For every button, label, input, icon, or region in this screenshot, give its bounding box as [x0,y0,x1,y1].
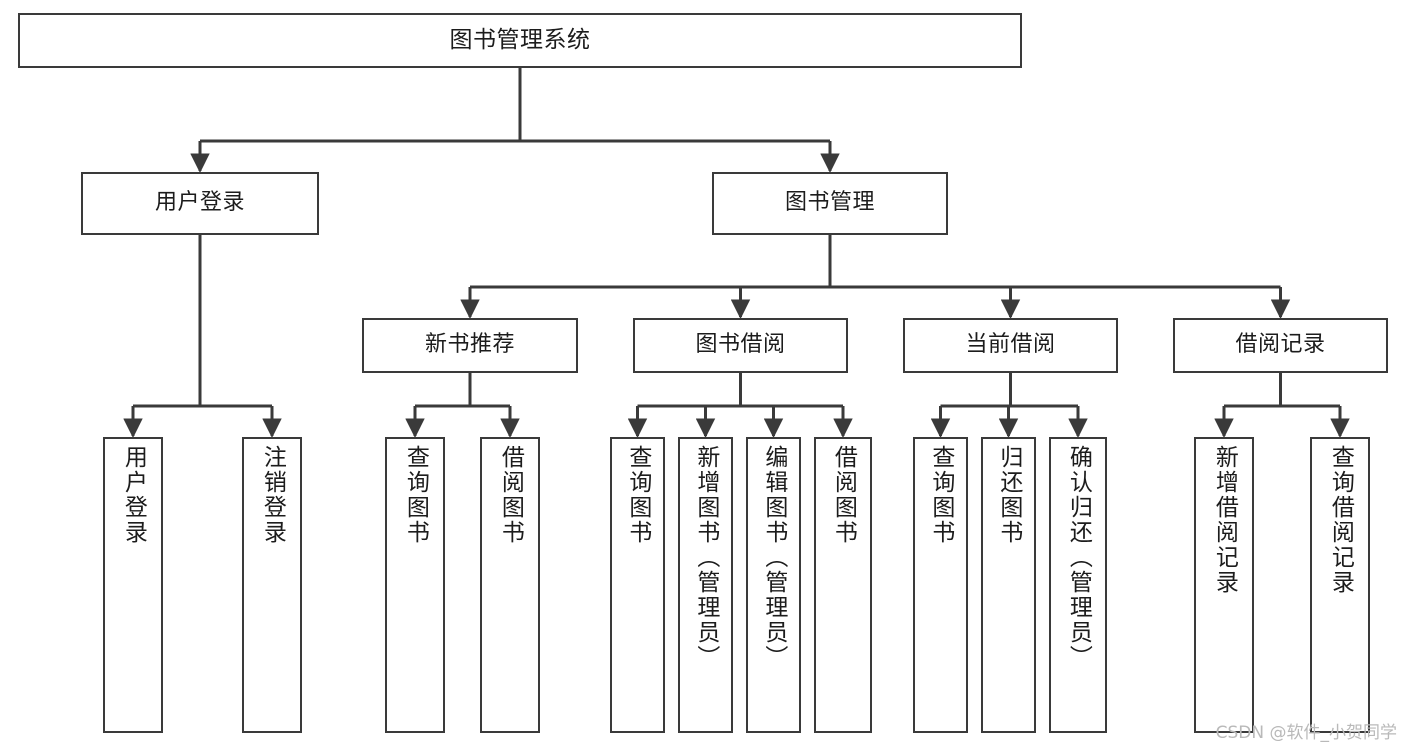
node-leaf-confirm[interactable]: 确认归还（管理员） [1049,437,1107,733]
csdn-watermark: CSDN @软件_小贺同学 [1215,723,1397,743]
node-leaf-borrow-1[interactable]: 借阅图书 [480,437,540,733]
node-label-leaf-q-book-3: 查询图书 [927,445,954,545]
node-leaf-q-book-1[interactable]: 查询图书 [385,437,445,733]
node-leaf-add-book[interactable]: 新增图书（管理员） [678,437,733,733]
node-label-leaf-q-rec: 查询借阅记录 [1327,445,1354,595]
node-label-leaf-return: 归还图书 [995,445,1022,545]
node-user-login[interactable]: 用户登录 [81,172,319,235]
node-label-leaf-edit-book: 编辑图书（管理员） [760,445,787,670]
node-leaf-edit-book[interactable]: 编辑图书（管理员） [746,437,801,733]
node-leaf-borrow-2[interactable]: 借阅图书 [814,437,872,733]
node-borrow-record[interactable]: 借阅记录 [1173,318,1388,373]
node-leaf-q-rec[interactable]: 查询借阅记录 [1310,437,1370,733]
node-label-leaf-q-book-2: 查询图书 [624,445,651,545]
node-leaf-q-book-3[interactable]: 查询图书 [913,437,968,733]
node-leaf-return[interactable]: 归还图书 [981,437,1036,733]
node-leaf-add-rec[interactable]: 新增借阅记录 [1194,437,1254,733]
node-label-root: 图书管理系统 [449,27,591,54]
node-book-manage[interactable]: 图书管理 [712,172,948,235]
node-label-leaf-add-rec: 新增借阅记录 [1211,445,1238,595]
node-label-leaf-add-book: 新增图书（管理员） [692,445,719,670]
node-label-leaf-borrow-2: 借阅图书 [830,445,857,545]
node-label-current-borrow: 当前借阅 [965,332,1056,358]
node-leaf-logout[interactable]: 注销登录 [242,437,302,733]
node-label-new-book-rec: 新书推荐 [424,332,515,358]
node-current-borrow[interactable]: 当前借阅 [903,318,1118,373]
node-new-book-rec[interactable]: 新书推荐 [362,318,578,373]
node-leaf-user-login[interactable]: 用户登录 [103,437,163,733]
node-label-leaf-q-book-1: 查询图书 [402,445,429,545]
node-label-leaf-user-login: 用户登录 [120,445,147,545]
node-label-leaf-borrow-1: 借阅图书 [497,445,524,545]
node-label-leaf-confirm: 确认归还（管理员） [1065,445,1092,670]
node-label-borrow-record: 借阅记录 [1235,332,1326,358]
node-label-book-manage: 图书管理 [784,190,875,216]
node-root[interactable]: 图书管理系统 [18,13,1022,68]
node-label-leaf-logout: 注销登录 [259,445,286,545]
node-book-borrow[interactable]: 图书借阅 [633,318,848,373]
node-leaf-q-book-2[interactable]: 查询图书 [610,437,665,733]
node-label-book-borrow: 图书借阅 [695,332,786,358]
node-label-user-login: 用户登录 [154,190,245,216]
